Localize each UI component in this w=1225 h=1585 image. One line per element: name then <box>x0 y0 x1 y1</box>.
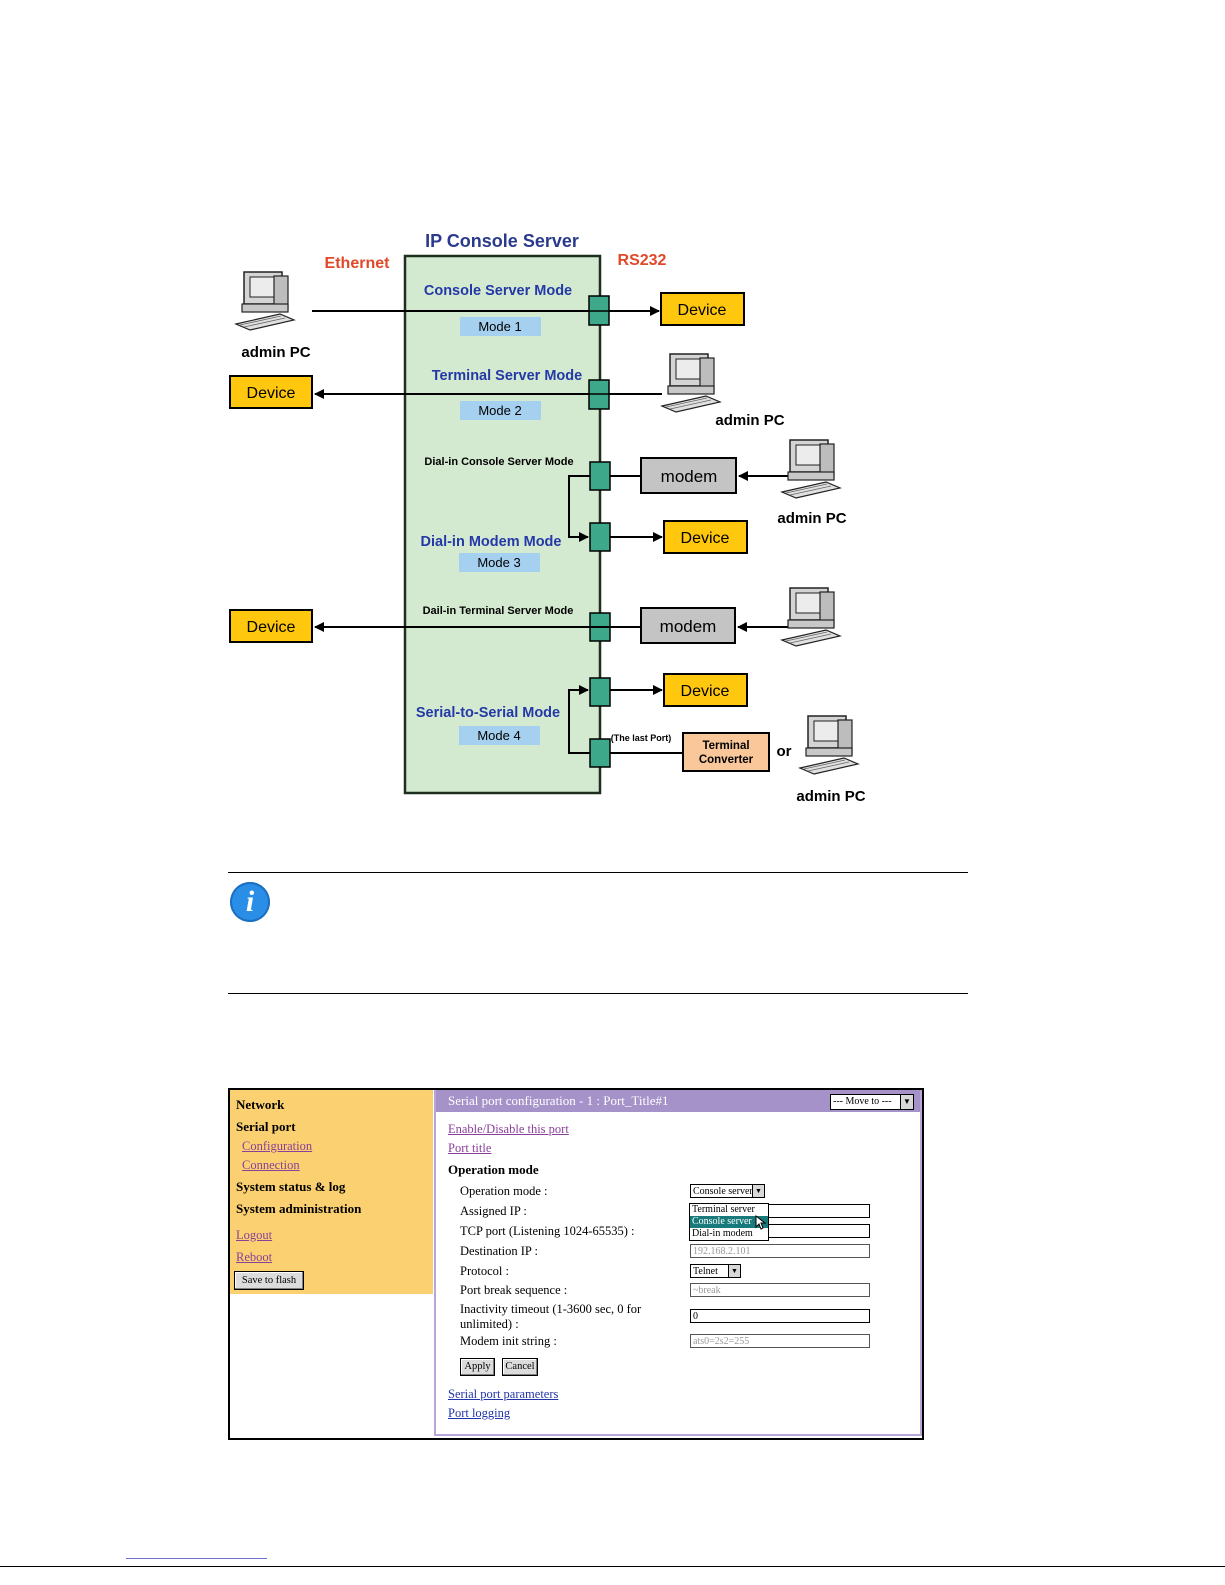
web-console-screenshot: Network Serial port Configuration Connec… <box>228 1088 924 1440</box>
page-title: Serial port configuration - 1 : Port_Tit… <box>448 1093 669 1108</box>
cancel-button[interactable]: Cancel <box>502 1358 538 1376</box>
mode4-label: Mode 4 <box>477 728 520 743</box>
admin-pc-label-4: admin PC <box>780 654 849 671</box>
dialin-terminal-label: Dail-in Terminal Server Mode <box>423 605 574 617</box>
section-heading: Operation mode <box>448 1162 539 1177</box>
sidebar-link-configuration[interactable]: Configuration <box>242 1139 313 1153</box>
sidebar-item-administration[interactable]: System administration <box>236 1201 362 1216</box>
option-terminal-server[interactable]: Terminal server <box>692 1204 755 1215</box>
svg-text:Terminal: Terminal <box>702 740 749 752</box>
port-logging-link[interactable]: Port logging <box>448 1406 511 1420</box>
device-box-3 <box>663 520 748 554</box>
last-port-label: (The last Port) <box>611 733 672 743</box>
ethernet-label: Ethernet <box>325 255 391 272</box>
sidebar-item-network[interactable]: Network <box>236 1097 285 1112</box>
sidebar-link-connection[interactable]: Connection <box>242 1158 300 1172</box>
modem-init-field[interactable]: ats0=2s2=255 <box>690 1334 870 1348</box>
rs232-label: RS232 <box>618 252 667 269</box>
break-sequence-field[interactable]: ~break <box>690 1283 870 1297</box>
modem-box-1 <box>640 457 737 494</box>
chevron-down-icon: ▼ <box>728 1265 740 1277</box>
move-to-select[interactable]: --- Move to --- ▼ <box>830 1094 914 1110</box>
inactivity-label-line2: unlimited) : <box>460 1317 519 1331</box>
destination-ip-label: Destination IP : <box>460 1244 539 1258</box>
footer-rule <box>0 1566 1225 1567</box>
inactivity-timeout-field[interactable]: 0 <box>690 1309 870 1323</box>
sidebar-item-serial-port[interactable]: Serial port <box>236 1119 296 1134</box>
sidebar-link-logout[interactable]: Logout <box>236 1228 273 1242</box>
device-box-5 <box>663 673 748 707</box>
title-bar: Serial port configuration - 1 : Port_Tit… <box>436 1090 920 1112</box>
or-label: or <box>777 743 792 760</box>
server-box <box>403 254 602 795</box>
tcp-port-label: TCP port (Listening 1024-65535) : <box>460 1224 635 1238</box>
modem-init-label: Modem init string : <box>460 1334 557 1348</box>
dialin-console-label: Dial-in Console Server Mode <box>424 456 573 468</box>
operation-mode-label: Operation mode : <box>460 1184 548 1198</box>
serial-port-parameters-link[interactable]: Serial port parameters <box>448 1387 559 1401</box>
mode2-label: Mode 2 <box>478 403 521 418</box>
console-mode-label: Console Server Mode <box>424 283 572 299</box>
mode3-label: Mode 3 <box>477 555 520 570</box>
admin-pc-label-2: admin PC <box>715 412 784 429</box>
option-dial-in-modem[interactable]: Dial-in modem <box>692 1228 753 1239</box>
svg-text:Device: Device <box>247 385 296 402</box>
dialin-modem-label: Dial-in Modem Mode <box>421 534 562 550</box>
break-sequence-label: Port break sequence : <box>460 1283 568 1297</box>
sidebar-link-reboot[interactable]: Reboot <box>236 1250 273 1264</box>
mode1-label: Mode 1 <box>478 319 521 334</box>
protocol-label: Protocol : <box>460 1264 509 1278</box>
svg-text:Device: Device <box>247 619 296 636</box>
info-icon: i <box>230 882 270 922</box>
modem-box-2 <box>640 607 736 644</box>
operation-mode-dropdown-list: Terminal server Console server Dial-in m… <box>689 1203 769 1241</box>
chevron-down-icon: ▼ <box>900 1095 913 1109</box>
enable-disable-link[interactable]: Enable/Disable this port <box>448 1122 569 1136</box>
svg-text:Device: Device <box>681 683 730 700</box>
sidebar: Network Serial port Configuration Connec… <box>230 1090 433 1294</box>
svg-text:Device: Device <box>681 530 730 547</box>
device-box-2 <box>229 375 313 409</box>
main-panel: Serial port configuration - 1 : Port_Tit… <box>434 1090 922 1436</box>
serial-mode-label: Serial-to-Serial Mode <box>416 705 560 721</box>
note-bottom-rule <box>228 993 968 994</box>
admin-pc-label-1: admin PC <box>241 344 310 361</box>
apply-button[interactable]: Apply <box>460 1358 495 1376</box>
chevron-down-icon: ▼ <box>752 1185 764 1197</box>
footer-link-underline <box>126 1558 267 1559</box>
svg-text:Converter: Converter <box>699 754 754 766</box>
destination-ip-field[interactable]: 192.168.2.101 <box>690 1244 870 1258</box>
terminal-mode-label: Terminal Server Mode <box>432 368 582 384</box>
admin-pc-label-3: admin PC <box>777 510 846 527</box>
admin-pc-label-5: admin PC <box>796 788 865 805</box>
sidebar-item-status-log[interactable]: System status & log <box>236 1179 346 1194</box>
svg-text:modem: modem <box>660 617 717 636</box>
svg-text:modem: modem <box>661 467 718 486</box>
mouse-cursor-icon <box>755 1215 767 1230</box>
device-box-4 <box>229 609 313 643</box>
inactivity-label-line1: Inactivity timeout (1-3600 sec, 0 for <box>460 1302 642 1316</box>
operation-mode-select[interactable]: Console server ▼ <box>690 1184 765 1198</box>
note-top-rule <box>228 872 968 873</box>
operation-mode-diagram: IP Console Server Ethernet RS232 Console… <box>229 231 866 805</box>
svg-text:Device: Device <box>678 302 727 319</box>
port-title-link[interactable]: Port title <box>448 1141 492 1155</box>
option-console-server[interactable]: Console server <box>690 1216 768 1228</box>
save-to-flash-button[interactable]: Save to flash <box>234 1271 304 1290</box>
server-title: IP Console Server <box>425 231 579 251</box>
device-box-1 <box>660 292 745 326</box>
terminal-converter-box <box>682 732 770 772</box>
assigned-ip-label: Assigned IP : <box>460 1204 527 1218</box>
protocol-select[interactable]: Telnet ▼ <box>690 1264 741 1278</box>
